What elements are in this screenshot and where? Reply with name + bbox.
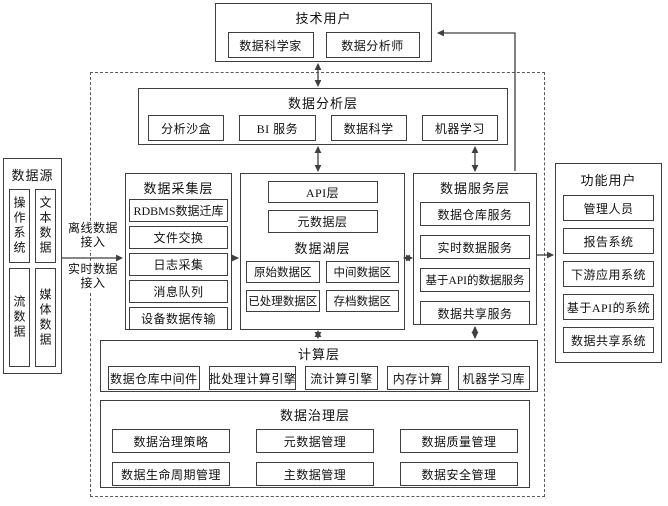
node-data-science: 数据科学 (330, 115, 407, 141)
collection-layer-panel: 数据采集层 RDBMS数据迁库 文件交换 日志采集 消息队列 设备数据传输 (125, 173, 232, 330)
node-processed-data-zone: 已处理数据区 (246, 290, 320, 312)
node-data-quality-management: 数据质量管理 (400, 429, 518, 453)
node-metadata-management: 元数据管理 (256, 429, 374, 453)
node-device-data-transfer: 设备数据传输 (129, 307, 228, 330)
data-lake-zones: 原始数据区 中间数据区 已处理数据区 存档数据区 (241, 257, 404, 316)
node-metadata-layer: 元数据层 (267, 210, 378, 233)
node-bi-service: BI 服务 (239, 115, 316, 141)
data-lake-title: 数据湖层 (294, 241, 351, 256)
analysis-layer-row: 分析沙盒 BI 服务 数据科学 机器学习 (139, 112, 507, 141)
compute-layer-panel: 计算层 数据仓库中间件 批处理计算引擎 流计算引擎 内存计算 机器学习库 (100, 340, 538, 392)
node-log-collection: 日志采集 (129, 253, 228, 276)
node-dw-middleware: 数据仓库中间件 (108, 366, 200, 390)
node-admin-personnel: 管理人员 (563, 195, 654, 221)
functional-users-panel: 功能用户 管理人员 报告系统 下游应用系统 基于API的系统 数据共享系统 (555, 163, 662, 363)
compute-layer-title: 计算层 (297, 347, 340, 362)
node-operational-systems: 操作系统 (9, 189, 30, 263)
functional-users-stack: 管理人员 报告系统 下游应用系统 基于API的系统 数据共享系统 (556, 189, 661, 359)
governance-layer-grid: 数据治理策略 元数据管理 数据质量管理 数据生命周期管理 主数据管理 数据安全管… (101, 424, 529, 486)
node-data-sharing-system: 数据共享系统 (563, 327, 654, 353)
node-machine-learning: 机器学习 (421, 115, 498, 141)
collection-layer-stack: RDBMS数据迁库 文件交换 日志采集 消息队列 设备数据传输 (126, 197, 231, 332)
node-data-lifecycle-management: 数据生命周期管理 (112, 462, 230, 486)
node-file-exchange: 文件交换 (129, 226, 228, 249)
node-text-data: 文本数据 (35, 189, 56, 263)
node-stream-compute-engine: 流计算引擎 (305, 366, 378, 390)
node-api-layer: API层 (267, 181, 378, 203)
functional-users-title: 功能用户 (580, 173, 637, 188)
data-sources-grid: 操作系统 文本数据 流数据 媒体数据 (4, 184, 61, 372)
service-layer-stack: 数据仓库服务 实时数据服务 基于API的数据服务 数据共享服务 (414, 197, 536, 330)
node-batch-compute-engine: 批处理计算引擎 (208, 366, 297, 390)
node-intermediate-data-zone: 中间数据区 (325, 261, 399, 283)
tech-users-row: 数据科学家 数据分析师 (216, 32, 431, 58)
tech-users-title: 技术用户 (295, 11, 352, 26)
analysis-layer-panel: 数据分析层 分析沙盒 BI 服务 数据科学 机器学习 (138, 88, 508, 145)
node-message-queue: 消息队列 (129, 280, 228, 303)
node-master-data-management: 主数据管理 (256, 462, 374, 486)
node-media-data: 媒体数据 (35, 268, 56, 367)
analysis-layer-title: 数据分析层 (287, 96, 358, 111)
node-data-sharing-service: 数据共享服务 (420, 301, 530, 325)
data-sources-panel: 数据源 操作系统 文本数据 流数据 媒体数据 (3, 158, 62, 374)
collection-layer-title: 数据采集层 (143, 181, 214, 196)
data-lake-panel: API层 元数据层 数据湖层 原始数据区 中间数据区 已处理数据区 存档数据区 (240, 173, 405, 330)
node-governance-policy: 数据治理策略 (112, 429, 230, 453)
compute-layer-row: 数据仓库中间件 批处理计算引擎 流计算引擎 内存计算 机器学习库 (101, 363, 537, 390)
node-raw-data-zone: 原始数据区 (246, 261, 320, 283)
governance-layer-panel: 数据治理层 数据治理策略 元数据管理 数据质量管理 数据生命周期管理 主数据管理… (100, 400, 530, 488)
node-ml-library: 机器学习库 (457, 366, 531, 390)
node-downstream-app-system: 下游应用系统 (563, 261, 654, 287)
node-archive-data-zone: 存档数据区 (325, 290, 399, 312)
node-rdbms-migration: RDBMS数据迁库 (129, 199, 228, 222)
node-realtime-data-service: 实时数据服务 (420, 235, 530, 259)
realtime-access-label: 实时数据接入 (64, 262, 122, 291)
node-data-security-management: 数据安全管理 (400, 462, 518, 486)
node-analysis-sandbox: 分析沙盒 (148, 115, 225, 141)
tech-users-panel: 技术用户 数据科学家 数据分析师 (215, 3, 432, 62)
node-api-data-service: 基于API的数据服务 (420, 268, 530, 292)
data-sources-title: 数据源 (11, 168, 54, 183)
node-data-scientist: 数据科学家 (227, 32, 314, 58)
governance-layer-title: 数据治理层 (279, 408, 350, 423)
service-layer-title: 数据服务层 (439, 181, 510, 196)
node-in-memory-compute: 内存计算 (386, 366, 449, 390)
node-stream-data: 流数据 (9, 268, 30, 367)
node-reporting-system: 报告系统 (563, 228, 654, 254)
offline-access-label: 离线数据接入 (64, 221, 122, 250)
node-dw-service: 数据仓库服务 (420, 202, 530, 226)
node-data-analyst: 数据分析师 (325, 32, 420, 58)
node-api-based-system: 基于API的系统 (563, 294, 654, 320)
service-layer-panel: 数据服务层 数据仓库服务 实时数据服务 基于API的数据服务 数据共享服务 (413, 173, 537, 325)
